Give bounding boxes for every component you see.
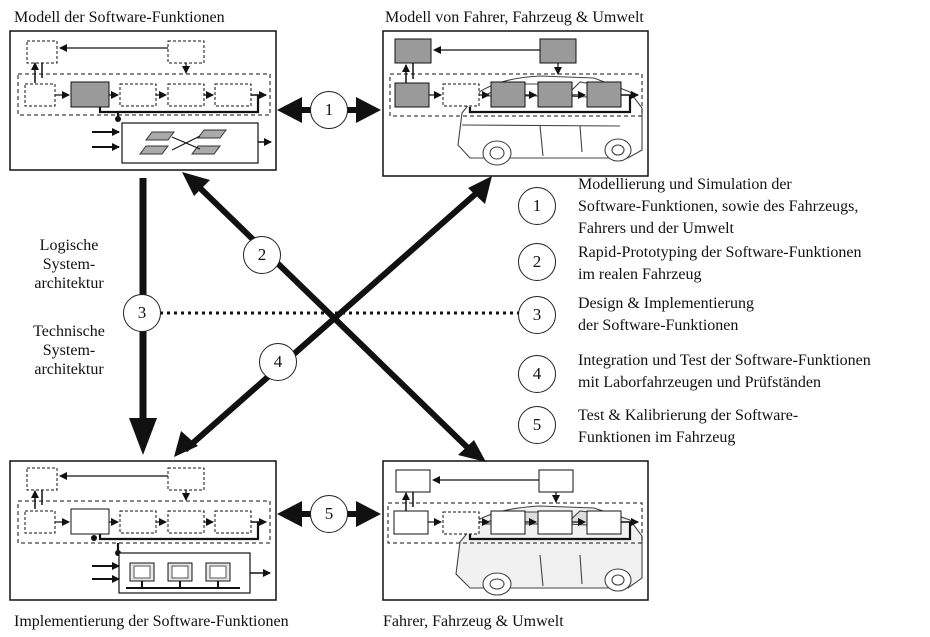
legend-text-1: Modellierung und Simulation der Software… xyxy=(578,174,858,240)
marker-3: 3 xyxy=(123,294,161,332)
legend-line: Funktionen im Fahrzeug xyxy=(578,429,736,446)
panel-implementation xyxy=(9,460,277,601)
ecu-icons xyxy=(126,562,240,589)
label-logical-architecture: Logische System- architektur xyxy=(14,236,124,293)
car-illustration-top xyxy=(457,75,643,166)
legend-text-4: Integration und Test der Software-Funkti… xyxy=(578,350,871,394)
title-software-model: Modell der Software-Funktionen xyxy=(14,9,225,26)
legend-line: im realen Fahrzeug xyxy=(578,266,702,283)
legend-line: Fahrers und der Umwelt xyxy=(578,220,734,237)
legend-num-1: 1 xyxy=(518,187,556,225)
panel-software-model xyxy=(9,30,277,171)
marker-5: 5 xyxy=(310,495,348,533)
marker-4: 4 xyxy=(259,343,297,381)
title-environment-model: Modell von Fahrer, Fahrzeug & Umwelt xyxy=(385,9,644,26)
label-technical-line: System- xyxy=(42,342,96,359)
label-technical-line: Technische xyxy=(33,323,105,340)
marker-1: 1 xyxy=(310,91,348,129)
legend-text-2: Rapid-Prototyping der Software-Funktione… xyxy=(578,242,862,286)
legend-text-5: Test & Kalibrierung der Software- Funkti… xyxy=(578,405,798,449)
panel-environment-model xyxy=(382,30,649,177)
legend-line: Design & Implementierung xyxy=(578,295,754,312)
title-implementation: Implementierung der Software-Funktionen xyxy=(14,613,289,630)
legend-line: Test & Kalibrierung der Software- xyxy=(578,407,799,424)
panel-real-vehicle xyxy=(382,460,649,601)
legend-num-4: 4 xyxy=(518,355,556,393)
legend-line: Integration und Test der Software-Funkti… xyxy=(578,352,871,369)
legend-num-5: 5 xyxy=(518,406,556,444)
legend-line: der Software-Funktionen xyxy=(578,317,739,334)
legend-line: Modellierung und Simulation der xyxy=(578,176,792,193)
title-real-vehicle: Fahrer, Fahrzeug & Umwelt xyxy=(383,613,564,630)
label-logical-line: System- xyxy=(42,256,96,273)
legend-num-2: 2 xyxy=(518,243,556,281)
legend-num-3: 3 xyxy=(518,296,556,334)
label-technical-architecture: Technische System- architektur xyxy=(14,322,124,379)
label-logical-line: Logische xyxy=(39,237,99,254)
legend-line: Software-Funktionen, sowie des Fahrzeugs… xyxy=(578,198,859,215)
label-logical-line: architektur xyxy=(34,275,104,292)
label-technical-line: architektur xyxy=(34,361,104,378)
legend-text-3: Design & Implementierung der Software-Fu… xyxy=(578,293,754,337)
marker-2: 2 xyxy=(243,236,281,274)
legend-line: Rapid-Prototyping der Software-Funktione… xyxy=(578,244,862,261)
legend-line: mit Laborfahrzeugen und Prüfständen xyxy=(578,374,822,391)
